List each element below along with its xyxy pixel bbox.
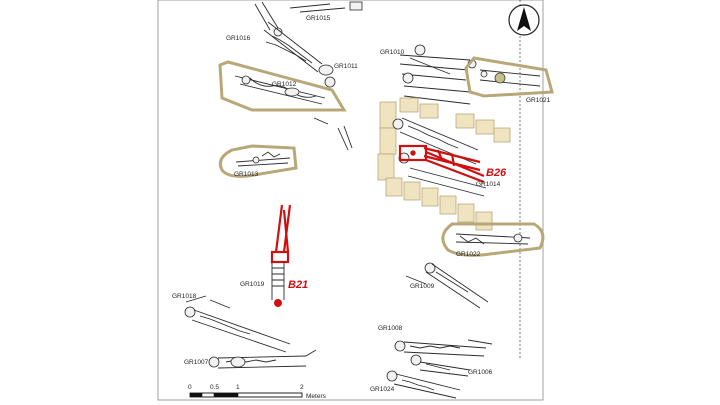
burial-gr1008: [394, 339, 493, 357]
label-gr1010: GR1010: [380, 49, 405, 56]
scale-tick-2: 2: [300, 384, 304, 391]
skeleton-b26: [398, 144, 485, 184]
burial-gr1010: [399, 44, 477, 105]
skeleton-b21: [270, 204, 292, 307]
burial-gr1013: [218, 144, 298, 178]
burial-gr1015: [254, 1, 363, 37]
marker-b21: B21: [288, 279, 308, 291]
burial-gr1018: [184, 295, 291, 353]
burial-gr1012: [218, 60, 347, 112]
brick-structure: [377, 97, 511, 231]
burial-gr1021: [464, 56, 554, 98]
burial-gr1016: [263, 21, 336, 88]
label-gr1009: GR1009: [410, 283, 435, 290]
label-gr1013: GR1013: [234, 171, 259, 178]
burial-gr1009: [405, 262, 489, 309]
label-gr1022: GR1022: [456, 251, 481, 258]
scale-tick-1: 1: [236, 384, 240, 391]
marker-b26: B26: [486, 167, 507, 179]
scale-bar: 0 0.5 1 2 Meters: [188, 384, 327, 400]
bone-fragments: [313, 117, 353, 151]
label-gr1018: GR1018: [172, 293, 197, 300]
label-gr1012: GR1012: [272, 81, 297, 88]
label-gr1011: GR1011: [334, 63, 358, 70]
burial-gr1007: [208, 349, 317, 369]
label-gr1008: GR1008: [378, 325, 403, 332]
label-gr1014: GR1014: [476, 181, 501, 188]
label-gr1007: GR1007: [184, 359, 209, 366]
burial-gr1024: [386, 370, 461, 399]
scale-tick-0: 0: [188, 384, 192, 391]
label-gr1024: GR1024: [370, 386, 395, 393]
scale-unit: Meters: [306, 393, 327, 400]
label-gr1016: GR1016: [226, 35, 251, 42]
label-gr1019: GR1019: [240, 281, 265, 288]
north-arrow-icon: [508, 4, 540, 36]
scale-tick-0-5: 0.5: [210, 384, 219, 391]
label-gr1015: GR1015: [306, 15, 331, 22]
label-gr1006: GR1006: [468, 369, 493, 376]
map-frame: [157, 0, 544, 401]
label-gr1021: GR1021: [526, 97, 551, 104]
burial-gr1022: [441, 222, 545, 257]
burial-gr1006: [410, 354, 471, 377]
